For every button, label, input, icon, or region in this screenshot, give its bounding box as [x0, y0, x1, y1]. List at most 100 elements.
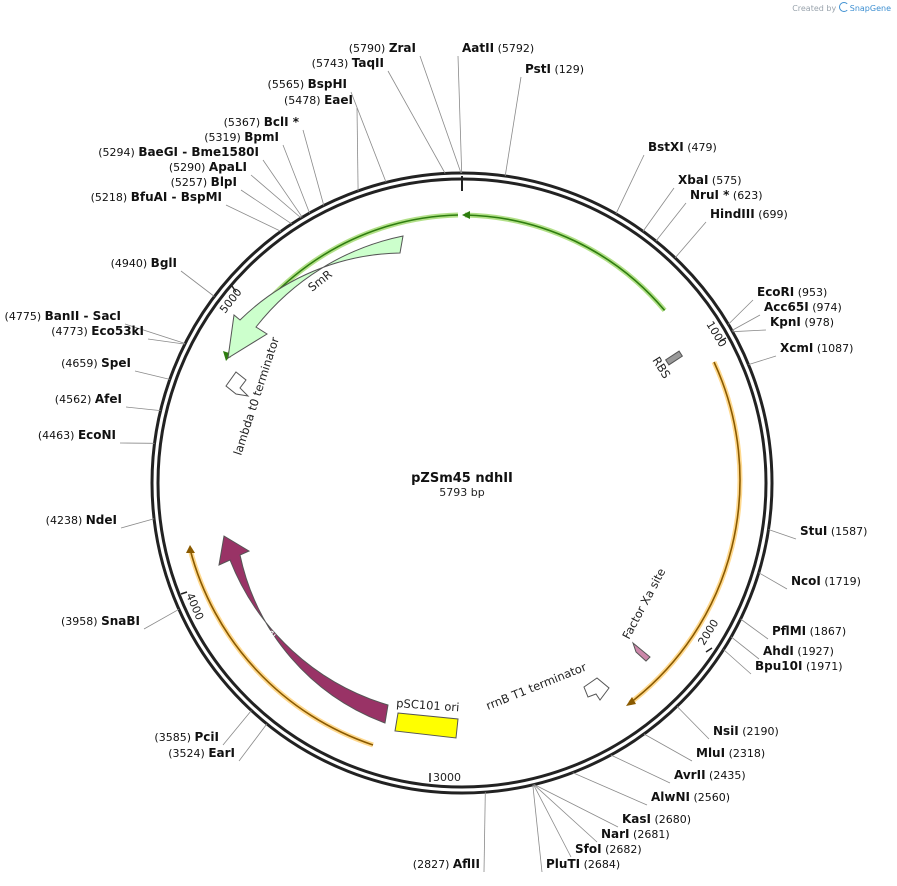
site-label: PstI (129) — [525, 62, 584, 76]
feature-rep101-arrow[interactable] — [218, 535, 389, 724]
site-name: AhdI — [763, 644, 794, 658]
site-label: (4659) SpeI — [61, 356, 131, 370]
site-pluti[interactable]: PluTI (2684) — [532, 784, 620, 873]
site-pcii[interactable]: (3585) PciI — [154, 710, 252, 746]
site-leader-line — [723, 649, 752, 675]
site-ncoi[interactable]: NcoI (1719) — [758, 572, 861, 590]
site-xcmi[interactable]: XcmI (1087) — [748, 341, 854, 365]
orf-arc-orange-head — [626, 697, 636, 706]
site-nsii[interactable]: NsiI (2190) — [676, 706, 779, 740]
site-bstxi[interactable]: BstXI (479) — [615, 140, 717, 215]
site-name: TaqII — [352, 56, 384, 70]
site-econi[interactable]: (4463) EcoNI — [38, 428, 155, 444]
site-blpi[interactable]: (5257) BlpI — [171, 175, 293, 225]
site-name: BaeGI - Bme1580I — [138, 145, 259, 159]
site-position: (4940) — [111, 257, 148, 270]
site-leader-line — [262, 159, 303, 218]
feature-smr-arrow[interactable] — [227, 235, 404, 359]
site-name: BglI — [151, 256, 177, 270]
site-aflii[interactable]: (2827) AflII — [413, 792, 486, 873]
feature-lambda-terminator-arrow[interactable] — [225, 371, 250, 397]
tick-label-1000: 1000 — [703, 319, 729, 350]
site-leader-line — [748, 355, 777, 365]
site-bsphi[interactable]: (5565) BspHI — [268, 77, 387, 183]
site-pflmi[interactable]: PflMI (1867) — [740, 618, 847, 640]
site-bpu10i[interactable]: Bpu10I (1971) — [723, 649, 843, 675]
site-position: (5565) — [268, 78, 305, 91]
site-spei[interactable]: (4659) SpeI — [61, 356, 170, 380]
plasmid-name: pZSm45 ndhII — [411, 471, 513, 486]
site-label: StuI (1587) — [800, 524, 867, 538]
site-leader-line — [302, 129, 325, 206]
site-sfoi[interactable]: SfoI (2682) — [533, 784, 642, 858]
feature-psc101-ori[interactable] — [394, 712, 459, 739]
site-leader-line — [350, 91, 387, 183]
site-label: (5290) ApaLI — [169, 160, 247, 174]
site-leader-line — [147, 338, 185, 345]
site-zrai[interactable]: (5790) ZraI — [349, 41, 462, 174]
feature-rbs[interactable] — [664, 350, 684, 366]
site-label: Bpu10I (1971) — [755, 659, 843, 673]
site-leader-line — [533, 784, 598, 843]
site-mlui[interactable]: MluI (2318) — [643, 733, 765, 762]
site-acc65i[interactable]: Acc65I (974) — [731, 300, 842, 331]
site-snabi[interactable]: (3958) SnaBI — [61, 608, 180, 630]
tick-label-3000: 3000 — [433, 771, 461, 784]
site-eari[interactable]: (3524) EarI — [168, 723, 268, 762]
site-label: (3585) PciI — [154, 730, 219, 744]
site-afei[interactable]: (4562) AfeI — [55, 392, 161, 411]
site-nrui[interactable]: NruI * (623) — [655, 188, 763, 242]
site-apali[interactable]: (5290) ApaLI — [169, 160, 302, 219]
feature-label-lambda-terminator: lambda t0 terminator — [231, 335, 283, 457]
site-eaei[interactable]: (5478) EaeI — [284, 93, 359, 191]
site-name: Acc65I — [764, 300, 809, 314]
site-avrii[interactable]: AvrII (2435) — [610, 754, 746, 784]
site-aatii[interactable]: AatII (5792) — [457, 41, 535, 174]
site-label: NruI * (623) — [690, 188, 763, 202]
site-eco53ki[interactable]: (4773) Eco53kI — [51, 324, 185, 345]
site-banii-saci[interactable]: (4775) BanII - SacI — [5, 309, 186, 344]
site-ndei[interactable]: (4238) NdeI — [46, 513, 155, 529]
site-position: (2682) — [605, 843, 642, 856]
site-bgli[interactable]: (4940) BglI — [111, 256, 215, 297]
site-hindiii[interactable]: HindIII (699) — [674, 207, 788, 259]
site-name: AfeI — [95, 392, 122, 406]
site-alwni[interactable]: AlwNI (2560) — [572, 772, 730, 806]
site-name: Bpu10I — [755, 659, 802, 673]
site-kasi[interactable]: KasI (2680) — [533, 784, 691, 828]
site-name: NsiI — [713, 724, 739, 738]
site-position: (4463) — [38, 429, 75, 442]
site-position: (2435) — [709, 769, 746, 782]
site-stui[interactable]: StuI (1587) — [768, 524, 868, 540]
feature-label-rrnb-terminator: rrnB T1 terminator — [484, 660, 589, 713]
site-position: (1587) — [831, 525, 868, 538]
site-name: XbaI — [678, 173, 708, 187]
site-leader-line — [674, 221, 707, 259]
site-name: PflMI — [772, 624, 806, 638]
site-nari[interactable]: NarI (2681) — [533, 784, 670, 843]
site-label: AhdI (1927) — [763, 644, 834, 658]
site-position: (5478) — [284, 94, 321, 107]
site-label: NcoI (1719) — [791, 574, 861, 588]
site-ecori[interactable]: EcoRI (953) — [728, 285, 827, 325]
site-label: PluTI (2684) — [546, 857, 620, 871]
site-xbai[interactable]: XbaI (575) — [642, 173, 742, 232]
feature-label-psc101-ori: pSC101 ori — [396, 696, 460, 714]
feature-factor-xa[interactable] — [631, 641, 651, 662]
site-psti[interactable]: PstI (129) — [504, 62, 584, 177]
site-position: (2190) — [742, 725, 779, 738]
site-name: SfoI — [575, 842, 602, 856]
site-leader-line — [768, 529, 797, 540]
plasmid-length: 5793 bp — [439, 486, 484, 499]
site-bcli[interactable]: (5367) BclI * — [224, 115, 325, 206]
site-taqii[interactable]: (5743) TaqII — [312, 56, 446, 174]
feature-rrnb-terminator-arrow[interactable] — [583, 677, 610, 701]
site-name: SnaBI — [101, 614, 140, 628]
site-ahdi[interactable]: AhdI (1927) — [730, 636, 834, 660]
site-kpni[interactable]: KpnI (978) — [732, 315, 835, 333]
site-bfuai-bspmi[interactable]: (5218) BfuAI - BspMI — [91, 190, 282, 232]
site-bpmi[interactable]: (5319) BpmI — [204, 130, 310, 214]
site-baegi-bme1580i[interactable]: (5294) BaeGI - Bme1580I — [98, 145, 303, 218]
site-leader-line — [124, 323, 186, 344]
site-position: (5792) — [498, 42, 535, 55]
